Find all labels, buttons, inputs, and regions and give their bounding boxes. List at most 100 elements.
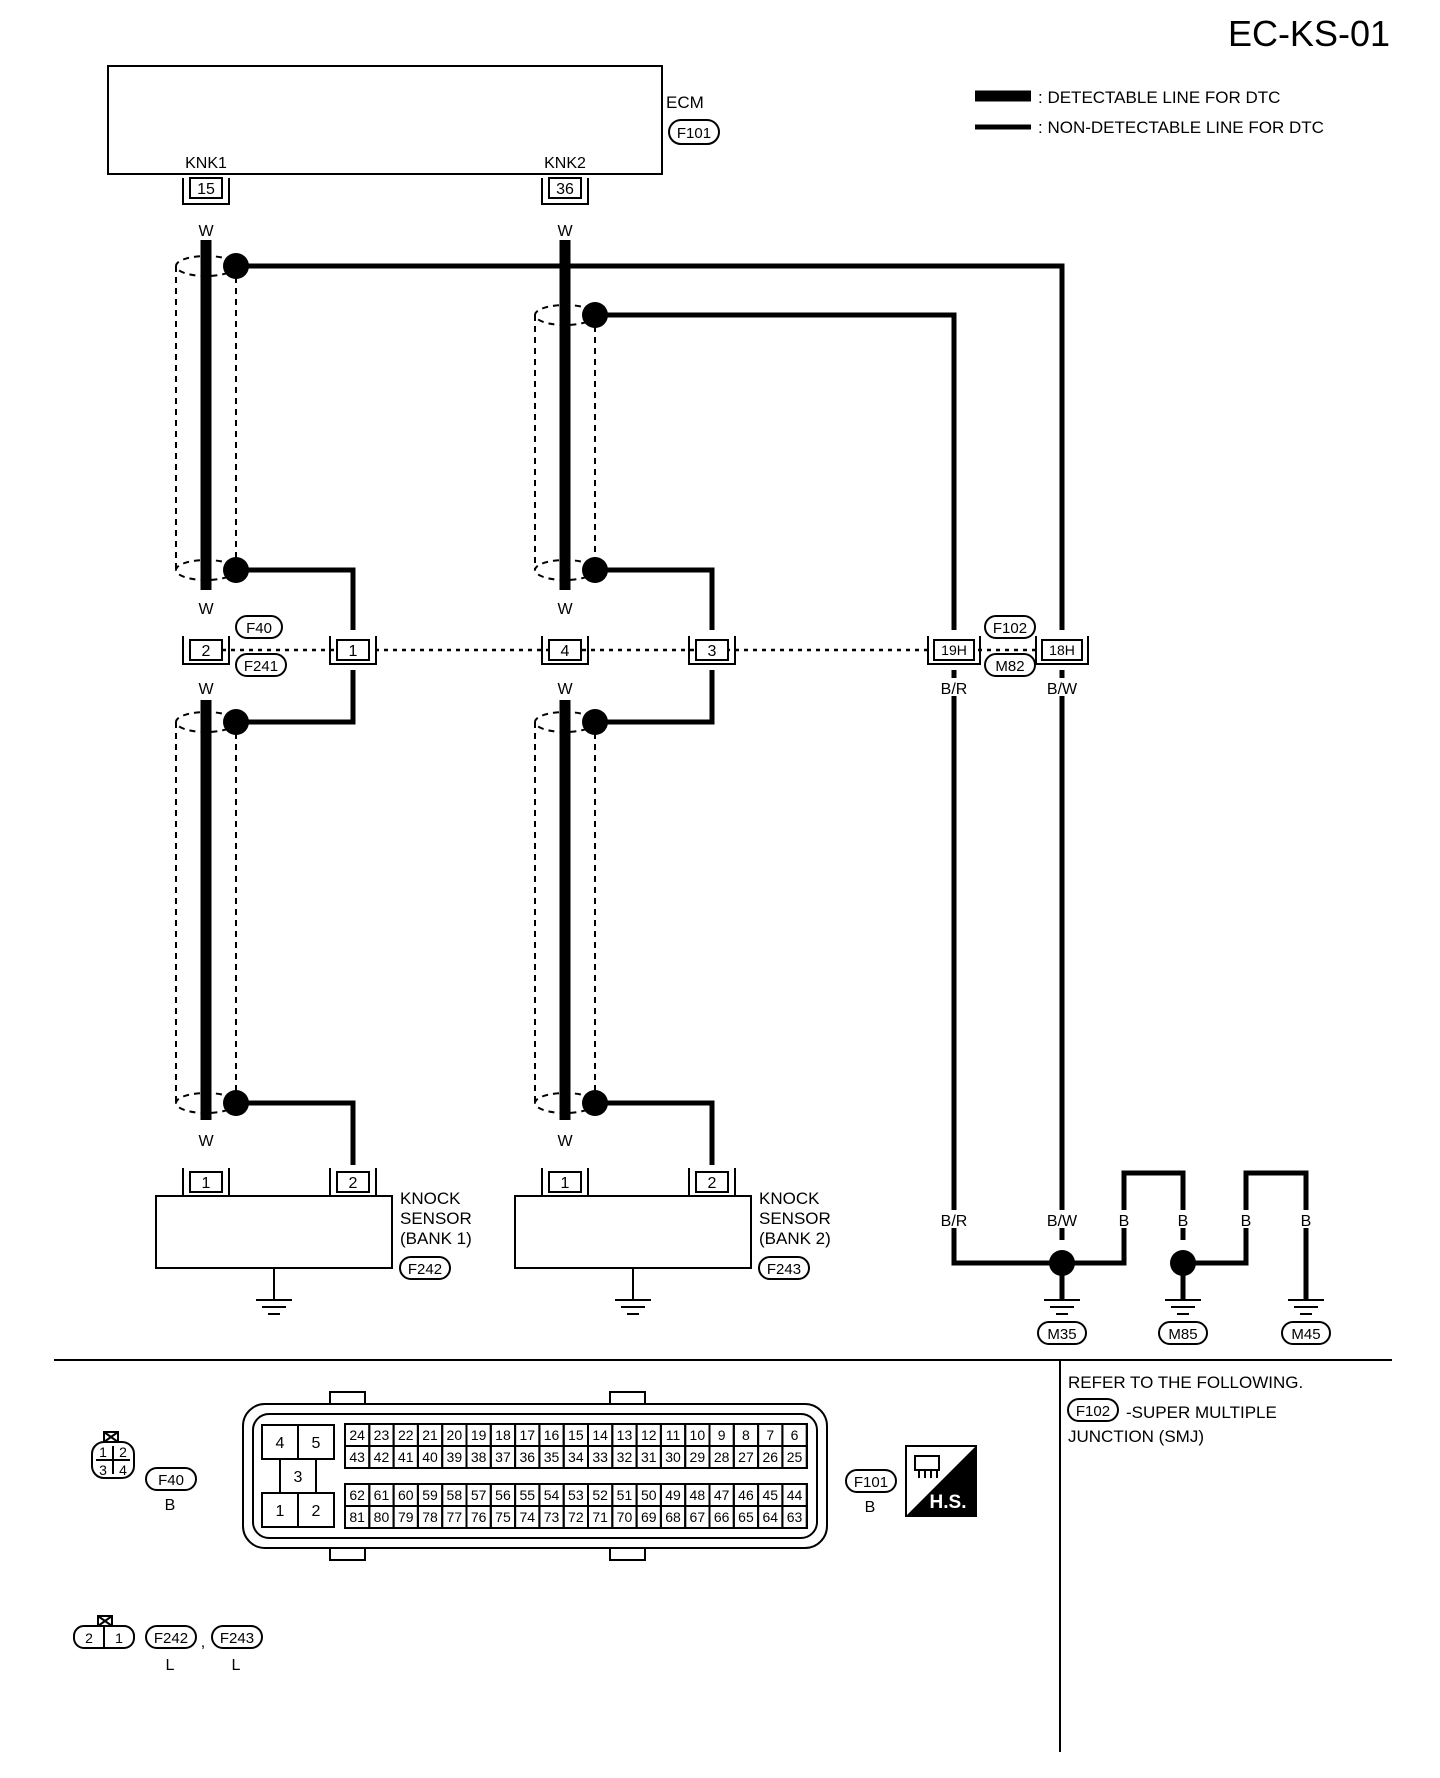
splice-dot — [582, 709, 608, 735]
svg-text:M45: M45 — [1291, 1326, 1320, 1343]
f101-lower-block — [344, 1483, 808, 1529]
legend-non-detectable-label: : NON-DETECTABLE LINE FOR DTC — [1038, 118, 1324, 137]
svg-text:F101: F101 — [854, 1474, 888, 1491]
svg-text:1: 1 — [561, 1175, 570, 1192]
svg-text:(BANK 1): (BANK 1) — [400, 1229, 472, 1248]
svg-text:F102: F102 — [993, 620, 1027, 637]
f101-cavity-label: 58 — [447, 1487, 463, 1503]
svg-text:2: 2 — [349, 1175, 358, 1192]
svg-text:F241: F241 — [244, 658, 278, 675]
hs-badge: H.S. — [905, 1445, 977, 1517]
wire-color-label: B — [1178, 1213, 1189, 1230]
svg-text:4: 4 — [119, 1462, 127, 1478]
junction-pin-1: 1 — [329, 636, 377, 665]
f101-cavity-label: 56 — [495, 1487, 511, 1503]
svg-text:M82: M82 — [995, 658, 1024, 675]
f101-cavity-label: 32 — [617, 1449, 633, 1465]
f101-cavity-label: 55 — [519, 1487, 535, 1503]
wire-color-label: W — [557, 1133, 573, 1150]
wire-color-label: W — [557, 681, 573, 698]
f101-cavity-label: 17 — [519, 1427, 535, 1443]
f101-cavity-label: 79 — [398, 1509, 414, 1525]
svg-text:18H: 18H — [1049, 642, 1075, 658]
f101-cavity-label: 16 — [544, 1427, 560, 1443]
f101-cavity-label: 59 — [422, 1487, 438, 1503]
svg-text:M85: M85 — [1168, 1326, 1197, 1343]
note-connector-id: F102 — [1076, 1403, 1110, 1420]
splice-dots — [223, 253, 1196, 1276]
svg-text:2: 2 — [708, 1175, 717, 1192]
wire-color-label: B/R — [941, 1213, 968, 1230]
ecm-box — [107, 65, 663, 175]
f101-cavity-label: 81 — [349, 1509, 365, 1525]
svg-text:3: 3 — [294, 1469, 303, 1486]
note-line-2: -SUPER MULTIPLE — [1126, 1403, 1277, 1422]
splice-dot — [223, 557, 249, 583]
splice-dot — [582, 1090, 608, 1116]
wire-color-label: B/R — [941, 681, 968, 698]
svg-text:SENSOR: SENSOR — [759, 1209, 831, 1228]
f101-cavity-label: 23 — [374, 1427, 390, 1443]
connector-icon — [914, 1455, 940, 1478]
svg-text:1: 1 — [202, 1175, 211, 1192]
junction-f40-badge: F40 — [235, 615, 283, 639]
ecm-label: ECM — [666, 93, 704, 112]
svg-text:15: 15 — [197, 181, 215, 198]
f101-cavity-label: 75 — [495, 1509, 511, 1525]
f101-cavity-label: 70 — [617, 1509, 633, 1525]
f101-cavity-label: 11 — [666, 1427, 681, 1443]
f101-cavity-label: 64 — [762, 1509, 778, 1525]
svg-text:3: 3 — [708, 643, 717, 660]
junction-pin-3: 3 — [688, 636, 736, 665]
f101-cavity-label: 10 — [690, 1427, 706, 1443]
f101-cavity-label: 43 — [349, 1449, 365, 1465]
f101-cavity-label: 67 — [690, 1509, 706, 1525]
splice-dot — [582, 302, 608, 328]
f101-cavity-label: 44 — [787, 1487, 803, 1503]
ecm-unit: ECM F101 KNK1 KNK2 — [107, 65, 720, 175]
f101-cavity-label: 33 — [592, 1449, 608, 1465]
f101-cavity-label: 72 — [568, 1509, 584, 1525]
f101-cavity-label: 77 — [447, 1509, 463, 1525]
f101-cavity-label: 50 — [641, 1487, 657, 1503]
ecm-connector-id: F101 — [677, 125, 711, 142]
f101-cavity-label: 61 — [374, 1487, 390, 1503]
svg-text:L: L — [166, 1657, 175, 1674]
knock-sensor-bank1: 1 2 KNOCK SENSOR (BANK 1) F242 — [155, 1168, 472, 1315]
splice-dot — [223, 253, 249, 279]
f101-cavity-label: 12 — [641, 1427, 657, 1443]
f101-cavity-label: 7 — [766, 1427, 774, 1443]
connector-view-f242-f243: 2 1 F242 , F243 L L — [73, 1615, 263, 1674]
wire-color-label: B — [1301, 1213, 1312, 1230]
f101-cavity-label: 13 — [617, 1427, 633, 1443]
ground-m45: M45 — [1281, 1299, 1331, 1345]
f101-cavity-label: 27 — [738, 1449, 754, 1465]
f101-cavity-label: 34 — [568, 1449, 584, 1465]
f101-cavity-label: 25 — [787, 1449, 803, 1465]
f101-cavity-label: 53 — [568, 1487, 584, 1503]
f101-cavity-label: 24 — [349, 1427, 365, 1443]
f101-cavity-label: 22 — [398, 1427, 414, 1443]
svg-text:36: 36 — [556, 181, 574, 198]
svg-text:1: 1 — [276, 1503, 285, 1520]
junction-f102-badge: F102 — [984, 615, 1036, 639]
f101-cavity-label: 69 — [641, 1509, 657, 1525]
reference-note: REFER TO THE FOLLOWING. F102 -SUPER MULT… — [1067, 1373, 1303, 1446]
junction-f241-badge: F241 — [235, 653, 287, 677]
svg-text:H.S.: H.S. — [930, 1492, 967, 1513]
svg-text:F40: F40 — [246, 620, 272, 637]
f101-upper-block — [344, 1423, 808, 1469]
wire-color-label: W — [557, 601, 573, 618]
f101-cavity-label: 51 — [617, 1487, 633, 1503]
svg-text:,: , — [201, 1634, 205, 1651]
splice-dot — [1170, 1250, 1196, 1276]
f101-cavity-label: 35 — [544, 1449, 560, 1465]
f101-cavity-label: 49 — [665, 1487, 681, 1503]
f101-cavity-label: 14 — [592, 1427, 608, 1443]
splice-dot — [582, 557, 608, 583]
svg-text:1: 1 — [349, 643, 358, 660]
svg-text:4: 4 — [276, 1435, 285, 1452]
f101-cavity-label: 62 — [349, 1487, 365, 1503]
svg-text:F243: F243 — [220, 1630, 254, 1647]
ground-symbol — [256, 1268, 292, 1315]
